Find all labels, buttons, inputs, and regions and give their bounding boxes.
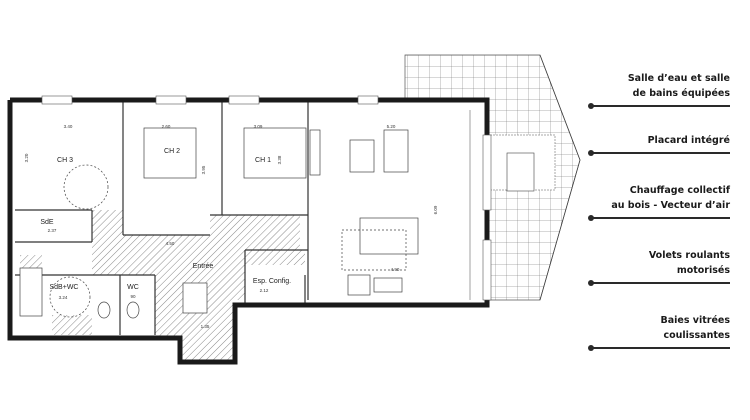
feature-text: motorisés <box>676 265 730 276</box>
dim-living-width: 5.20 <box>387 124 396 129</box>
furniture <box>19 110 471 319</box>
windows <box>41 95 492 301</box>
dim-ch1-height: 3.38 <box>277 155 282 164</box>
feature-item: Chauffage collectif au bois - Vecteur d’a… <box>588 183 730 221</box>
room-label-ch2: CH 2 <box>164 148 180 155</box>
feature-text: Volets roulants <box>648 250 730 261</box>
room-label-entree: Entrée <box>193 263 214 270</box>
feature-text: au bois - Vecteur d’air <box>611 200 730 211</box>
cooktop <box>347 274 371 296</box>
feature-text: coulissantes <box>663 330 730 341</box>
tv-unit <box>309 129 321 176</box>
feature-text: Chauffage collectif <box>629 185 730 196</box>
room-label-sdb-wc: SdB+WC <box>50 284 79 291</box>
feature-divider <box>588 103 730 109</box>
bullet-dot-icon <box>588 103 594 109</box>
feature-divider <box>588 280 730 286</box>
feature-divider <box>588 150 730 156</box>
toilet <box>97 301 111 319</box>
feature-item: Salle d’eau et salle de bains équipées <box>588 71 730 109</box>
dim-esp-config-width: 2.12 <box>260 288 269 293</box>
feature-divider <box>588 215 730 221</box>
room-label-esp-config: Esp. Config. <box>253 278 291 285</box>
bed-ch2 <box>143 127 197 179</box>
dim-wc-width: 90 <box>130 294 136 299</box>
feature-item: Placard intégré <box>588 133 730 156</box>
toilet-wc <box>126 301 140 319</box>
bullet-dot-icon <box>588 215 594 221</box>
dim-ch3-height: 3.20 <box>24 153 29 162</box>
bullet-dot-icon <box>588 345 594 351</box>
dim-kitchen-width: 4.90 <box>391 267 400 272</box>
dim-hall-length: 4.50 <box>166 241 175 246</box>
feature-divider <box>588 345 730 351</box>
bullet-dot-icon <box>588 150 594 156</box>
room-label-wc: WC <box>127 284 139 291</box>
dim-ch2-height: 3.95 <box>201 165 206 174</box>
bullet-dot-icon <box>588 280 594 286</box>
feature-item: Baies vitrées coulissantes <box>588 313 730 351</box>
entry-mat <box>182 282 208 314</box>
feature-text: Placard intégré <box>647 135 730 146</box>
dim-ch1-width: 3.09 <box>254 124 263 129</box>
room-label-ch3: CH 3 <box>57 157 73 164</box>
dim-sde-width: 2.37 <box>48 228 57 233</box>
sofa <box>383 129 409 173</box>
feature-text: Baies vitrées <box>660 315 730 326</box>
bathtub <box>19 267 43 317</box>
dim-entree-width: 1.35 <box>201 324 210 329</box>
coffee-table <box>349 139 375 173</box>
feature-text: Salle d’eau et salle <box>627 73 730 84</box>
terrace <box>404 54 581 301</box>
sink <box>373 277 403 293</box>
dim-ch2-width: 2.60 <box>162 124 171 129</box>
dining-table <box>359 217 419 255</box>
room-label-sde: SdE <box>40 219 54 226</box>
feature-text: de bains équipées <box>632 88 730 99</box>
room-label-ch1: CH 1 <box>255 157 271 164</box>
dim-ch3-width: 3.40 <box>64 124 73 129</box>
dim-sdb-width: 3.24 <box>59 295 68 300</box>
bed-ch1 <box>243 127 307 179</box>
dim-living-depth: 6.09 <box>433 205 438 214</box>
feature-item: Volets roulants motorisés <box>588 248 730 286</box>
